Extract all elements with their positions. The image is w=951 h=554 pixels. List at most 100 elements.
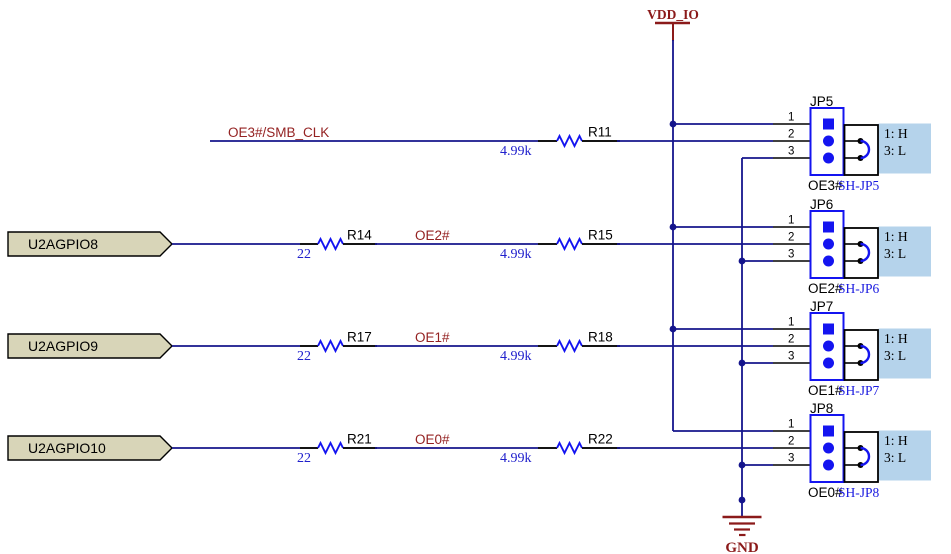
jumper-jp7: JP7 <box>809 299 879 381</box>
sh-label: SH-JP8 <box>838 485 880 500</box>
resistor-value: 22 <box>297 247 311 262</box>
pin-number: 2 <box>788 129 794 141</box>
jumper-jp6: JP6 <box>809 197 879 279</box>
gnd-net-label: GND <box>725 540 759 554</box>
pin3-round-pad <box>823 152 834 164</box>
pin-number: 1 <box>788 215 794 227</box>
pin2-round-pad <box>823 340 834 352</box>
jumper-jp8: JP8 <box>809 401 879 483</box>
port-u2agpio10 <box>7 435 173 461</box>
jumper-ref: JP8 <box>810 401 833 416</box>
sh-label: SH-JP7 <box>838 383 880 398</box>
shorting-cap <box>843 431 879 483</box>
resistor-value: 4.99k <box>500 247 532 262</box>
annotation-low: 3: L <box>884 143 906 158</box>
pin1-square-pad <box>823 118 834 130</box>
port-label: U2AGPIO8 <box>28 236 98 252</box>
resistor-ref: R22 <box>588 432 613 447</box>
shorting-arc <box>860 446 871 467</box>
resistor-value: 4.99k <box>500 451 532 466</box>
annotation-box-jp6 <box>878 226 931 277</box>
pin-number: 1 <box>788 112 794 124</box>
junction-dots <box>669 120 746 504</box>
pin1-square-pad <box>823 425 834 437</box>
resistor-value: 22 <box>297 349 311 364</box>
annotation-low: 3: L <box>884 450 906 465</box>
resistor-zigzag <box>556 133 583 149</box>
resistor-value: 4.99k <box>500 144 532 159</box>
annotation-high: 1: H <box>884 126 908 141</box>
annotation-high: 1: H <box>884 229 908 244</box>
pin-number: 2 <box>788 436 794 448</box>
row-oe0: U2AGPIO10 R21 22 OE0# R22 4.99k 1 2 3 JP… <box>7 401 908 500</box>
jumper-net-label: OE0# <box>808 485 843 500</box>
pin-number: 3 <box>788 249 794 261</box>
resistor-r14: R14 22 <box>297 228 377 262</box>
shorting-cap <box>843 124 879 176</box>
pin-number: 2 <box>788 334 794 346</box>
resistor-r11: R11 4.99k <box>500 125 620 159</box>
annotation-box-jp7 <box>878 328 931 379</box>
resistor-ref: R15 <box>588 228 613 243</box>
pin-number: 1 <box>788 317 794 329</box>
row-oe3: OE3#/SMB_CLK R11 4.99k 1 2 3 JP5 <box>210 94 908 193</box>
shorting-arc <box>860 344 871 365</box>
resistor-r22: R22 4.99k <box>500 432 620 466</box>
resistor-ref: R17 <box>347 330 372 345</box>
sh-label: SH-JP5 <box>838 178 880 193</box>
jumper-ref: JP6 <box>810 197 833 212</box>
row-oe1: U2AGPIO9 R17 22 OE1# R18 4.99k 1 2 3 JP7 <box>7 299 908 398</box>
shorting-cap <box>843 329 879 381</box>
net-label-oe0: OE0# <box>415 432 450 447</box>
annotation-high: 1: H <box>884 433 908 448</box>
port-label: U2AGPIO9 <box>28 338 98 354</box>
pin-number: 2 <box>788 232 794 244</box>
port-u2agpio9 <box>7 333 173 359</box>
annotation-low: 3: L <box>884 246 906 261</box>
vdd-symbol: VDD_IO <box>647 7 699 41</box>
vdd-net-label: VDD_IO <box>647 7 699 22</box>
resistor-zigzag <box>317 236 344 252</box>
resistor-value: 4.99k <box>500 349 532 364</box>
pin-number: 3 <box>788 146 794 158</box>
pin3-round-pad <box>823 255 834 267</box>
pin1-square-pad <box>823 221 834 233</box>
resistor-r18: R18 4.99k <box>500 330 620 364</box>
pin2-round-pad <box>823 238 834 250</box>
pin2-round-pad <box>823 135 834 147</box>
pin3-round-pad <box>823 357 834 369</box>
resistor-zigzag <box>556 236 583 252</box>
jumper-net-label: OE2# <box>808 281 843 296</box>
shorting-cap <box>843 227 879 279</box>
port-label: U2AGPIO10 <box>28 440 106 456</box>
pin2-round-pad <box>823 442 834 454</box>
net-label-oe2: OE2# <box>415 228 450 243</box>
annotation-box-jp8 <box>878 430 931 481</box>
resistor-zigzag <box>317 440 344 456</box>
resistor-ref: R11 <box>588 125 612 140</box>
resistor-zigzag <box>317 338 344 354</box>
resistor-r21: R21 22 <box>297 432 377 466</box>
sh-label: SH-JP6 <box>838 281 880 296</box>
pin-number: 1 <box>788 419 794 431</box>
pin-number: 3 <box>788 351 794 363</box>
resistor-value: 22 <box>297 451 311 466</box>
jumper-net-label: OE1# <box>808 383 843 398</box>
pin-number: 3 <box>788 453 794 465</box>
gnd-symbol: GND <box>722 515 762 554</box>
shorting-arc <box>860 242 871 263</box>
shorting-arc <box>860 139 871 160</box>
annotation-low: 3: L <box>884 348 906 363</box>
port-u2agpio8 <box>7 231 173 257</box>
annotation-box-jp5 <box>878 123 931 174</box>
resistor-r15: R15 4.99k <box>500 228 620 262</box>
row-oe2: U2AGPIO8 R14 22 OE2# R15 4.99k 1 2 3 JP6 <box>7 197 908 296</box>
resistor-ref: R14 <box>347 228 372 243</box>
resistor-r17: R17 22 <box>297 330 377 364</box>
net-label-oe3-smb-clk: OE3#/SMB_CLK <box>228 125 329 140</box>
jumper-jp5: JP5 <box>809 94 879 176</box>
annotation-boxes <box>878 123 931 481</box>
resistor-ref: R21 <box>347 432 372 447</box>
